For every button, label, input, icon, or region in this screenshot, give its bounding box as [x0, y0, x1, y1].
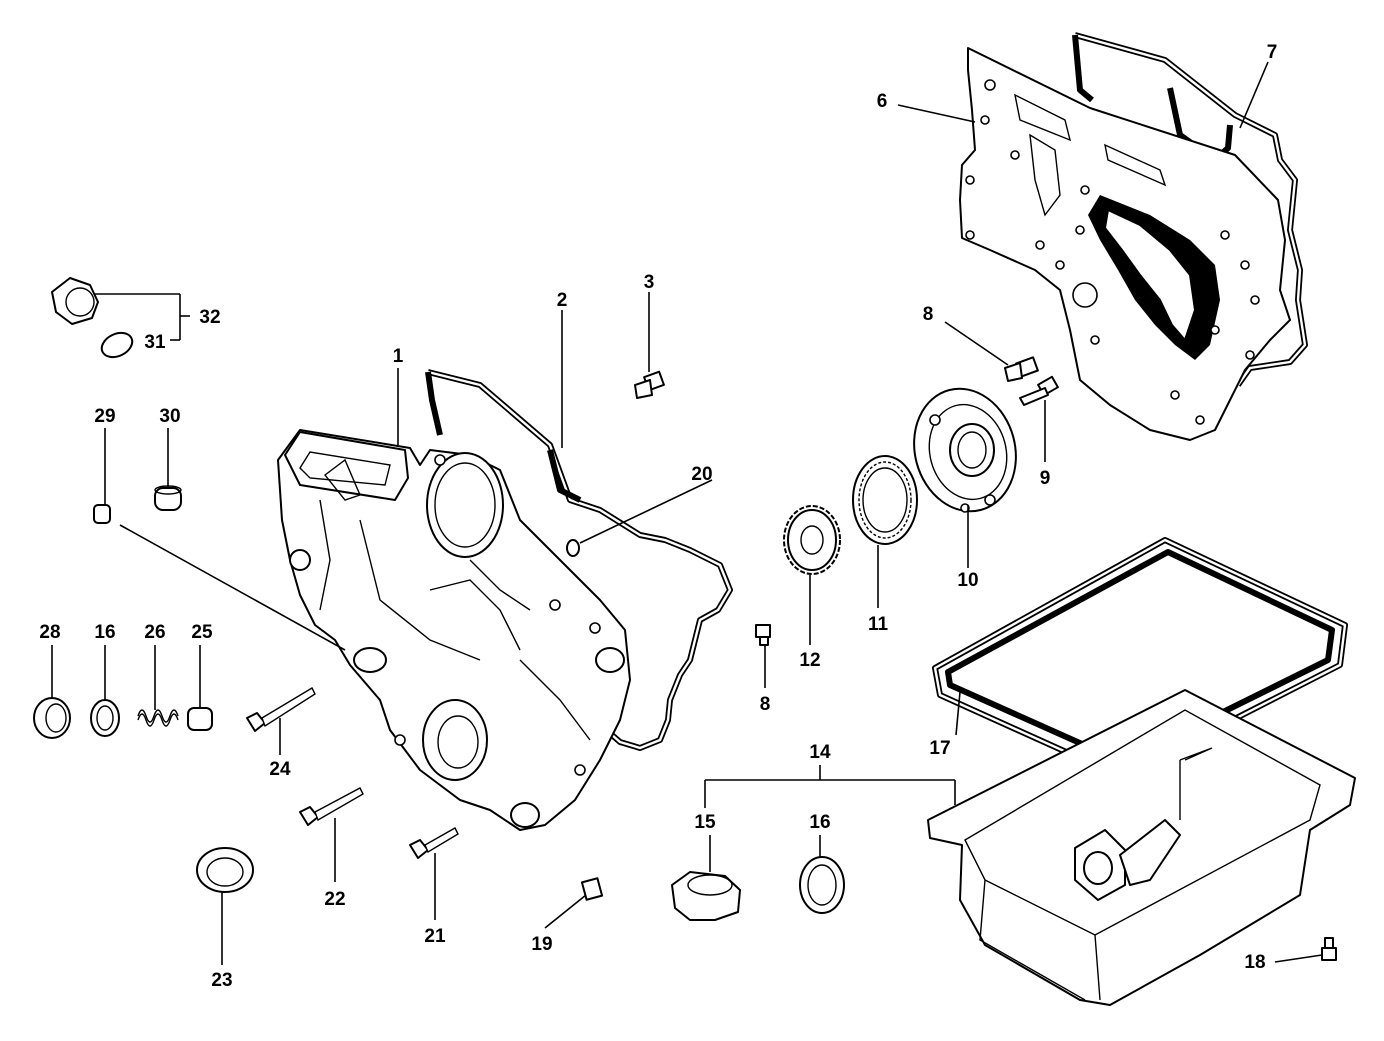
- callout-8-upper: 8: [923, 304, 934, 325]
- front-gasket: [425, 369, 733, 751]
- callout-29: 29: [94, 406, 115, 427]
- callout-labels: 1 2 3 6 7 8 8 9 10 11 12 14 15 16 16 17 …: [39, 42, 1277, 991]
- bolt-3: [634, 370, 665, 399]
- oil-pan: [927, 689, 1356, 1006]
- washer-16-lower: [799, 856, 845, 914]
- callout-16-lower: 16: [809, 812, 830, 833]
- callout-23: 23: [211, 970, 232, 991]
- plug-15: [671, 871, 741, 921]
- valve-25: [187, 707, 213, 731]
- callout-7: 7: [1267, 42, 1278, 63]
- callout-30: 30: [159, 406, 180, 427]
- oil-pump-housing: [913, 387, 1017, 513]
- rear-plate: [959, 47, 1291, 441]
- callout-20: 20: [691, 464, 712, 485]
- callout-25: 25: [191, 622, 213, 643]
- callout-24: 24: [269, 759, 291, 780]
- callout-10: 10: [957, 570, 978, 591]
- bolt-18: [1321, 937, 1337, 961]
- callout-14: 14: [809, 742, 831, 763]
- filler-cap-32: [51, 277, 99, 325]
- callout-2: 2: [557, 290, 568, 311]
- outer-rotor: [852, 455, 918, 545]
- callout-28: 28: [39, 622, 60, 643]
- bushing-30: [154, 485, 182, 511]
- plug-28: [33, 697, 71, 739]
- plug-19: [580, 877, 604, 901]
- callout-6: 6: [877, 91, 888, 112]
- oil-seal-23: [196, 847, 254, 893]
- callout-18: 18: [1244, 952, 1265, 973]
- bolt-8-upper: [1004, 356, 1039, 382]
- bolt-8-lower: [755, 624, 771, 646]
- front-gear-case: [277, 429, 631, 831]
- callout-15: 15: [694, 812, 716, 833]
- callout-3: 3: [644, 272, 655, 293]
- callout-1: 1: [393, 346, 404, 367]
- bolt-9: [1019, 375, 1059, 406]
- callout-17: 17: [929, 738, 950, 759]
- callout-11: 11: [868, 614, 889, 635]
- bolt-24: [246, 687, 316, 732]
- gear-12: [783, 505, 841, 575]
- callout-22: 22: [324, 889, 345, 910]
- spring-26: [137, 709, 179, 727]
- callout-8-lower: 8: [760, 694, 771, 715]
- callout-26: 26: [144, 622, 165, 643]
- callout-19: 19: [531, 934, 552, 955]
- bolt-22: [299, 787, 364, 826]
- callout-16-upper: 16: [94, 622, 115, 643]
- bolt-21: [409, 827, 459, 859]
- callout-32: 32: [199, 307, 220, 328]
- washer-16-upper: [90, 699, 120, 737]
- callout-9: 9: [1040, 468, 1051, 489]
- bushing-29: [93, 504, 111, 524]
- callout-12: 12: [799, 650, 820, 671]
- rear-gasket: [1072, 32, 1308, 387]
- callout-31: 31: [144, 332, 166, 353]
- leader-lines: [51, 61, 1323, 965]
- o-ring-31: [100, 331, 134, 359]
- callout-21: 21: [424, 926, 446, 947]
- o-ring-20: [566, 539, 580, 557]
